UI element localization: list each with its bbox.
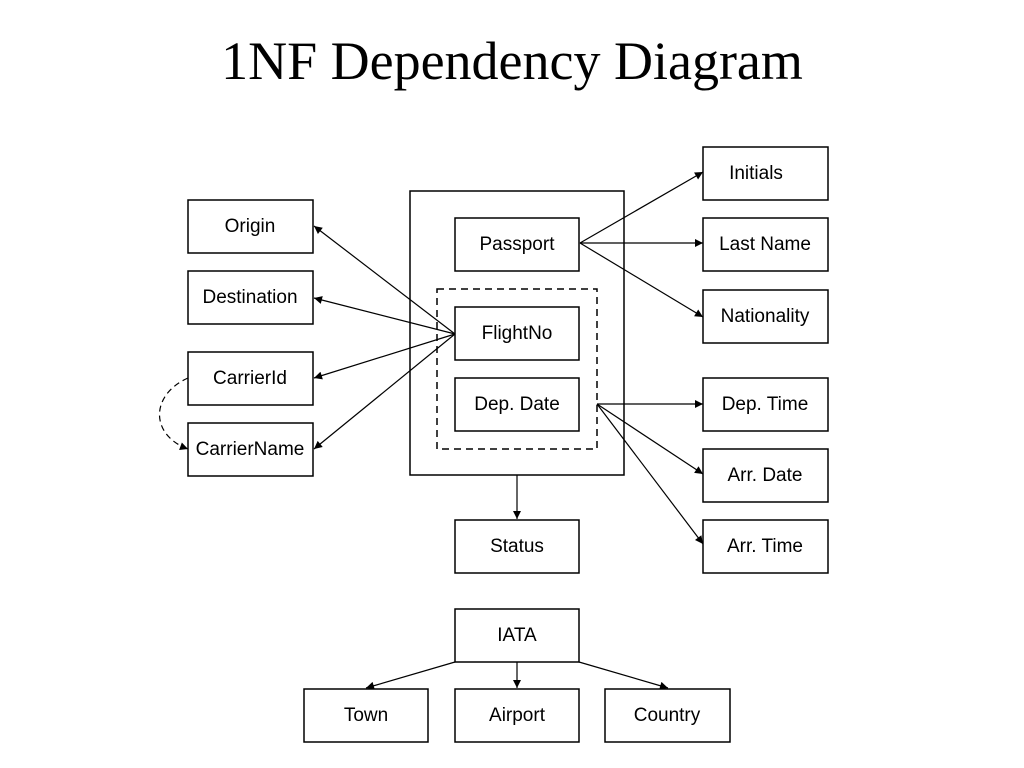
label-initials: Initials (729, 163, 783, 184)
arrow-flightno-carriername (313, 333, 456, 450)
dependency-arrows (158, 171, 704, 690)
node-arr-date: Arr. Date (702, 448, 829, 503)
node-dep-time: Dep. Time (702, 377, 829, 432)
node-iata: IATA (454, 608, 580, 663)
label-arr-time: Arr. Time (727, 536, 803, 557)
node-passport: Passport (454, 217, 580, 272)
node-nationality: Nationality (702, 289, 829, 344)
node-dep-date: Dep. Date (454, 377, 580, 432)
label-town: Town (344, 705, 388, 726)
node-destination: Destination (187, 270, 314, 325)
node-last-name: Last Name (702, 217, 829, 272)
label-last-name: Last Name (719, 234, 811, 255)
label-flight-no: FlightNo (482, 323, 553, 344)
label-origin: Origin (225, 216, 276, 237)
label-carrier-name: CarrierName (196, 439, 305, 460)
label-destination: Destination (202, 287, 297, 308)
node-flight-no: FlightNo (454, 306, 580, 361)
arrow-iata-country (578, 661, 669, 690)
label-status: Status (490, 536, 544, 557)
arrow-flightno-carrierid (313, 333, 456, 380)
node-airport: Airport (454, 688, 580, 743)
node-origin: Origin (187, 199, 314, 254)
node-carrier-id: CarrierId (187, 351, 314, 406)
node-carrier-name: CarrierName (187, 422, 314, 477)
arrow-carrierid-carriername (158, 377, 189, 450)
arrow-iata-town (365, 661, 456, 690)
label-iata: IATA (497, 625, 537, 646)
label-airport: Airport (489, 705, 546, 726)
label-passport: Passport (480, 234, 556, 255)
arrow-passport-nationality (579, 242, 704, 318)
label-nationality: Nationality (721, 306, 810, 327)
label-dep-time: Dep. Time (722, 394, 809, 415)
arrow-flightno-destination (313, 296, 456, 335)
node-country: Country (604, 688, 731, 743)
arrow-passport-initials (579, 171, 704, 244)
label-country: Country (634, 705, 701, 726)
arrow-flightno-origin (313, 225, 456, 335)
node-arr-time: Arr. Time (702, 519, 829, 574)
label-carrier-id: CarrierId (213, 368, 287, 389)
label-dep-date: Dep. Date (474, 394, 560, 415)
arrow-depdate-arrdate (596, 403, 704, 475)
label-arr-date: Arr. Date (728, 465, 803, 486)
node-town: Town (303, 688, 429, 743)
node-status: Status (454, 519, 580, 574)
node-initials: Initials (702, 146, 829, 201)
arrow-depdate-arrtime (596, 403, 704, 545)
flight-key-dashed-box (436, 288, 598, 450)
diagram-title: 1NF Dependency Diagram (221, 31, 803, 91)
